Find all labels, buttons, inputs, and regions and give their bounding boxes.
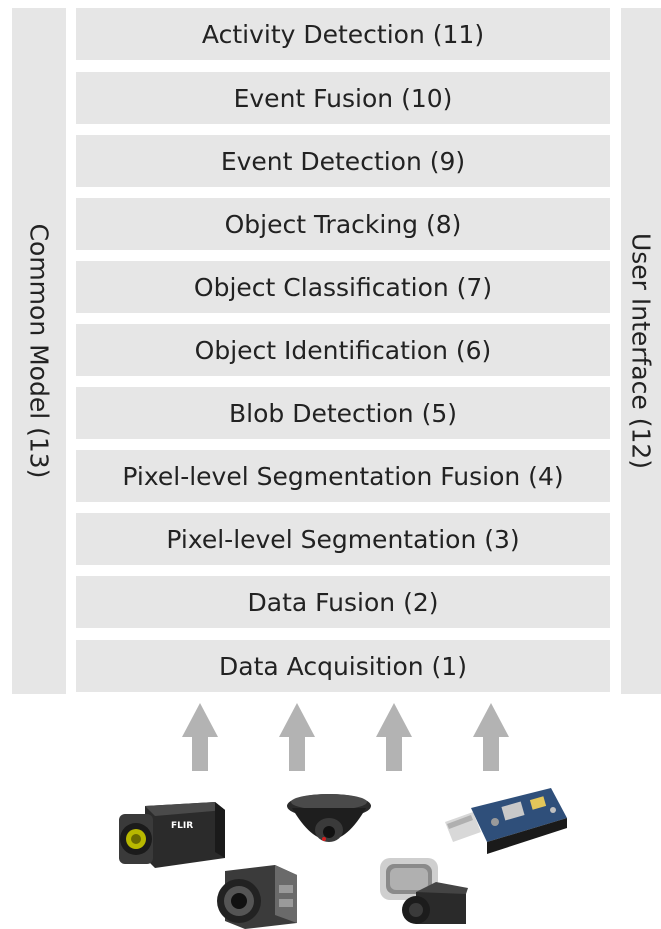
layer-pixel-level-segmentation: Pixel-level Segmentation (3) bbox=[76, 513, 610, 565]
user-interface-label: User Interface (12) bbox=[626, 232, 656, 470]
common-model-panel: Common Model (13) bbox=[12, 8, 66, 694]
svg-text:FLIR: FLIR bbox=[171, 821, 193, 831]
layer-pixel-level-segmentation-fusion: Pixel-level Segmentation Fusion (4) bbox=[76, 450, 610, 502]
layer-data-fusion: Data Fusion (2) bbox=[76, 576, 610, 628]
layer-activity-detection: Activity Detection (11) bbox=[76, 8, 610, 60]
up-arrow-icon bbox=[376, 703, 412, 771]
common-model-label: Common Model (13) bbox=[24, 223, 54, 479]
zoom-camera-icon bbox=[217, 865, 297, 929]
pir-motion-sensor-icon bbox=[380, 858, 468, 924]
usb-wireless-module-icon bbox=[445, 788, 567, 854]
up-arrow-icon bbox=[473, 703, 509, 771]
layer-data-acquisition: Data Acquisition (1) bbox=[76, 640, 610, 692]
layer-event-fusion: Event Fusion (10) bbox=[76, 72, 610, 124]
dome-camera-icon bbox=[287, 794, 371, 842]
thermal-camera-icon: FLIR bbox=[119, 802, 225, 868]
layer-object-classification: Object Classification (7) bbox=[76, 261, 610, 313]
up-arrow-icon bbox=[182, 703, 218, 771]
layer-object-identification: Object Identification (6) bbox=[76, 324, 610, 376]
up-arrow-icon bbox=[279, 703, 315, 771]
layer-blob-detection: Blob Detection (5) bbox=[76, 387, 610, 439]
user-interface-panel: User Interface (12) bbox=[621, 8, 661, 694]
layer-event-detection: Event Detection (9) bbox=[76, 135, 610, 187]
layer-object-tracking: Object Tracking (8) bbox=[76, 198, 610, 250]
